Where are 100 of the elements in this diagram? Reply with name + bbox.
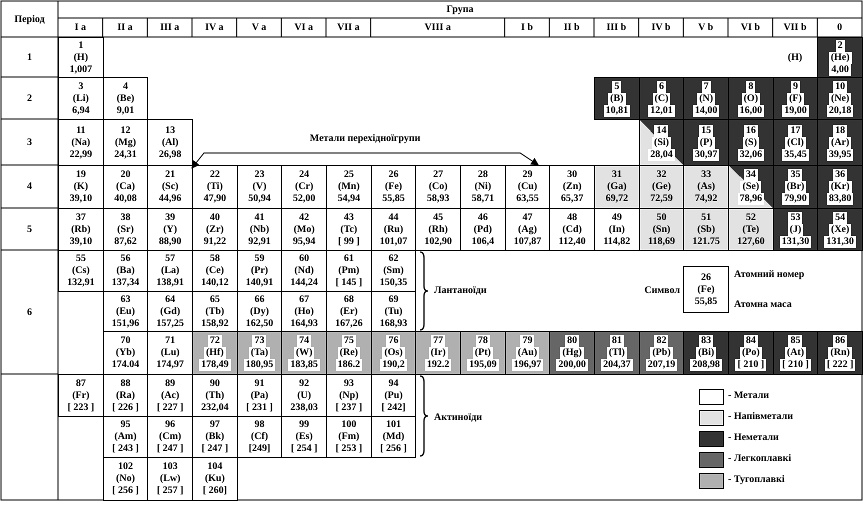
element-cell	[638, 331, 684, 375]
atomic-mass: 79,90	[782, 193, 809, 205]
element-cell	[594, 165, 640, 209]
element-symbol: (Hf)	[204, 347, 226, 359]
atomic-mass: 19,00	[782, 104, 809, 116]
atomic-number: 75	[342, 335, 356, 347]
element-cell	[772, 208, 818, 251]
element-symbol: (Ho)	[293, 306, 315, 318]
atomic-mass: 92,91	[247, 236, 272, 248]
atomic-mass: 32,06	[738, 148, 764, 160]
atomic-mass: 83,80	[826, 193, 854, 205]
group-header: VII a	[337, 22, 360, 33]
atomic-mass: 140,91	[244, 277, 274, 289]
element-cell	[772, 331, 818, 375]
atomic-number: 18	[833, 124, 848, 136]
atomic-mass: [ 242]	[380, 402, 407, 414]
atomic-number: 14	[654, 124, 668, 136]
atomic-number: 94	[387, 378, 400, 390]
atomic-number: 16	[744, 124, 758, 136]
atomic-number: 38	[119, 212, 132, 224]
atomic-mass: [ 145 ]	[334, 277, 364, 289]
element-symbol: (Na)	[70, 136, 92, 148]
element-symbol: (Pu)	[383, 390, 404, 402]
atomic-mass: 44,96	[158, 193, 182, 205]
atomic-mass: 232,04	[200, 402, 230, 414]
atomic-mass: 55,85	[694, 296, 718, 308]
atomic-mass: 167,26	[334, 318, 364, 330]
atomic-mass: 121.75	[691, 236, 721, 248]
atomic-mass: 54,94	[336, 193, 362, 205]
atomic-mass: 91,22	[202, 236, 228, 248]
atomic-mass: [ 222 ]	[824, 359, 856, 371]
element-cell	[504, 331, 550, 375]
atomic-mass: 150,35	[378, 277, 408, 289]
atomic-number: 101	[384, 419, 402, 431]
element-symbol: (Xe)	[828, 224, 852, 236]
atomic-mass: [ 227 ]	[156, 402, 184, 414]
atomic-mass: 58,93	[426, 193, 450, 205]
atomic-mass: [ 260]	[202, 485, 228, 497]
element-cell	[772, 119, 818, 166]
element-symbol: (At)	[784, 347, 806, 359]
atomic-number: 11	[75, 124, 87, 136]
element-symbol: (Am)	[113, 431, 138, 443]
element-symbol: (Os)	[382, 347, 405, 359]
atomic-number: 84	[744, 335, 758, 347]
group-header: I a	[74, 22, 86, 33]
element-cell	[638, 77, 684, 120]
atomic-number: 56	[119, 253, 132, 265]
element-symbol: (Md)	[382, 431, 406, 443]
key-label: Атомний номер	[734, 268, 804, 280]
atomic-number: 6	[656, 80, 666, 92]
atomic-number: 17	[788, 124, 802, 136]
atomic-number: 40	[208, 212, 221, 224]
legend-label: - Легкоплавкі	[728, 453, 792, 464]
atomic-number: 67	[298, 294, 310, 306]
period-number: 5	[27, 224, 32, 234]
element-symbol: (Nb)	[248, 224, 270, 236]
element-symbol: (Fr)	[71, 390, 90, 402]
atomic-number: 30	[566, 169, 578, 181]
atomic-mass: 52,00	[292, 193, 316, 205]
element-cell	[147, 119, 193, 166]
atomic-number: 74	[297, 335, 312, 347]
atomic-number: 86	[833, 335, 848, 347]
element-cell	[415, 331, 461, 375]
element-cell	[460, 331, 506, 375]
element-cell	[58, 250, 104, 292]
atomic-mass: 69,72	[604, 193, 630, 205]
atomic-mass: [ 237 ]	[334, 402, 364, 414]
atomic-number: 96	[164, 419, 176, 431]
atomic-number: 77	[431, 335, 446, 347]
element-cell	[236, 331, 282, 375]
atomic-mass: 151,96	[110, 318, 140, 330]
element-cell	[683, 208, 729, 251]
atomic-number: 9	[790, 80, 800, 92]
element-symbol: (Nd)	[293, 265, 315, 277]
group-header: V a	[252, 22, 266, 33]
atomic-mass: 47,90	[202, 193, 228, 205]
atomic-number: 15	[699, 124, 714, 136]
atomic-number: 42	[298, 212, 310, 224]
element-symbol: (Ce)	[204, 265, 225, 277]
atomic-number: 28	[476, 169, 489, 181]
element-symbol: (Mn)	[336, 181, 361, 193]
atomic-mass: 168,93	[378, 318, 408, 330]
element-symbol: (Zr)	[204, 224, 225, 236]
atomic-mass: 190,2	[380, 359, 407, 371]
element-symbol: (Ag)	[517, 224, 538, 236]
atomic-mass: 132,91	[66, 277, 96, 289]
group-header: VI a	[294, 22, 313, 33]
atomic-number: 103	[162, 461, 179, 473]
element-cell	[683, 119, 729, 166]
element-cell	[817, 37, 863, 78]
atomic-mass: 112,40	[558, 236, 587, 248]
atomic-number: 31	[610, 169, 623, 181]
atomic-mass: 28,04	[648, 148, 675, 160]
atomic-number: 72	[208, 335, 222, 347]
element-cell	[192, 457, 238, 501]
group-header: VIII a	[424, 22, 451, 33]
atomic-number: 43	[342, 212, 355, 224]
atomic-number: 102	[116, 461, 134, 473]
element-cell	[549, 331, 595, 375]
legend-label: - Метали	[728, 390, 770, 401]
